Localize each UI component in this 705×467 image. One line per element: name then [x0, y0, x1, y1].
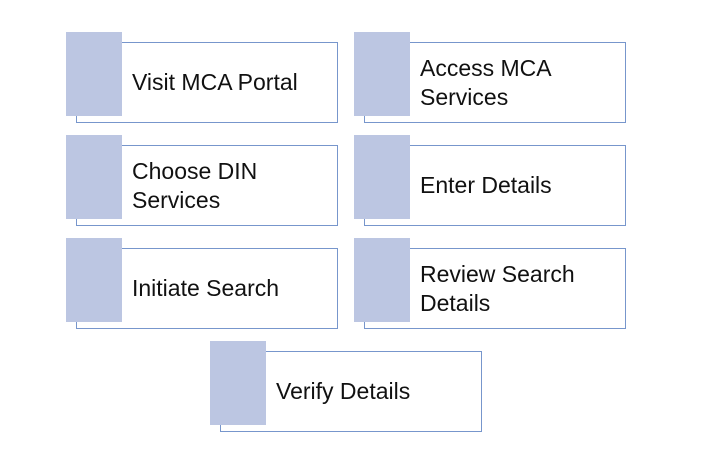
- step-label: Visit MCA Portal: [132, 69, 298, 95]
- step-tab-marker: [354, 135, 410, 219]
- step-box-verify-details: Verify Details: [210, 341, 483, 433]
- step-box-access-mca-services: Access MCA Services: [354, 32, 627, 124]
- step-label: Review Search Details: [420, 260, 575, 316]
- step-label: Initiate Search: [132, 275, 280, 301]
- step-box-choose-din-services: Choose DIN Services: [66, 135, 339, 227]
- step-label: Choose DIN Services: [132, 157, 258, 213]
- step-tab-marker: [66, 238, 122, 322]
- step-label: Enter Details: [420, 172, 552, 198]
- step-tab-marker: [210, 341, 266, 425]
- step-tab-marker: [354, 32, 410, 116]
- step-box-initiate-search: Initiate Search: [66, 238, 339, 330]
- step-box-visit-mca-portal: Visit MCA Portal: [66, 32, 339, 124]
- step-box-review-search-details: Review Search Details: [354, 238, 627, 330]
- step-label: Access MCA Services: [420, 54, 552, 110]
- step-tab-marker: [354, 238, 410, 322]
- step-box-enter-details: Enter Details: [354, 135, 627, 227]
- step-tab-marker: [66, 135, 122, 219]
- step-label: Verify Details: [276, 378, 411, 404]
- step-tab-marker: [66, 32, 122, 116]
